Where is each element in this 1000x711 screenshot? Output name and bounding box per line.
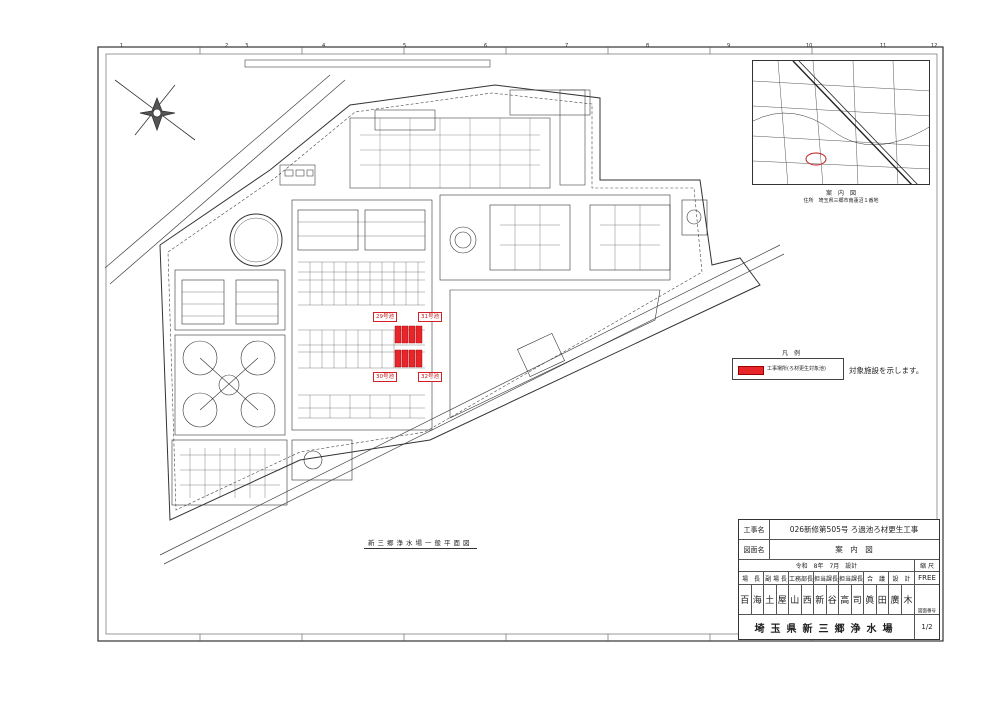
- name-2: 海: [752, 585, 764, 614]
- reservoir: [449, 289, 661, 419]
- legend-note: 対象施設を示します。: [849, 366, 924, 375]
- legend-title: 凡 例: [782, 350, 801, 357]
- drawing-no: 1/2: [921, 623, 933, 631]
- left-basins: [174, 269, 286, 436]
- border-num-8: 8: [646, 43, 650, 49]
- border-num-11: 11: [880, 43, 887, 49]
- role-6: 合 議: [864, 572, 889, 584]
- title-block: 工事名 026新修第505号 ろ過池ろ材更生工事 図面名 案 内 図 令和 8年…: [738, 519, 940, 640]
- top-buildings: [244, 59, 591, 189]
- name-3: 土: [764, 585, 777, 614]
- legend-swatch-text: 工事場所(ろ材更生対象池): [767, 366, 826, 372]
- inner-frame: [105, 53, 938, 635]
- drawing-name: 案 内 図: [835, 545, 873, 554]
- scale-label: 縮 尺: [920, 563, 934, 570]
- role-1: 場 長: [739, 572, 764, 584]
- project-row: 工事名 026新修第505号 ろ過池ろ材更生工事: [739, 520, 939, 540]
- name-12: 田: [877, 585, 889, 614]
- filter-basin-block: [291, 199, 433, 431]
- plan-caption: 新三郷浄水場一般平面図: [364, 537, 477, 549]
- pool-label-32: 32号池: [418, 372, 442, 382]
- border-num-5: 5: [403, 43, 407, 49]
- border-num-4: 4: [322, 43, 326, 49]
- role-4: 担当課長: [814, 572, 839, 584]
- target-pools: [394, 325, 423, 368]
- border-numbers-top: 1 2 3 4 5 6 7 8 9 10 11 12: [0, 43, 1000, 51]
- legend-box: 工事場所(ろ材更生対象池): [732, 358, 844, 380]
- name-8: 谷: [827, 585, 839, 614]
- names-row: 百 海 土 屋 山 西 新 谷 高 司 眞 田 廣 木 図面番号: [739, 585, 939, 615]
- name-9: 高: [839, 585, 852, 614]
- name-7: 新: [814, 585, 827, 614]
- location-map-address: 住所 埼玉県三郷市南蓮沼１番地: [803, 198, 879, 204]
- date-row: 令和 8年 7月 設計 縮 尺: [739, 560, 939, 572]
- pool-label-30: 30号池: [373, 372, 397, 382]
- border-num-7: 7: [565, 43, 569, 49]
- role-7: 設 計: [889, 572, 915, 584]
- location-map-caption: 案 内 図: [825, 190, 856, 197]
- border-num-12: 12: [931, 43, 938, 49]
- north-arrow-icon: [114, 79, 196, 141]
- name-5: 山: [789, 585, 802, 614]
- railway-lines: [104, 74, 785, 565]
- treatment-buildings: [439, 194, 708, 281]
- name-4: 屋: [777, 585, 789, 614]
- office-row: 埼玉県新三郷浄水場 1/2: [739, 615, 939, 639]
- sludge-facility: [171, 439, 353, 506]
- border-num-1: 1: [120, 43, 124, 49]
- location-map: [752, 60, 930, 185]
- role-2: 副 場 長: [764, 572, 789, 584]
- project-label: 工事名: [739, 520, 770, 539]
- roles-row: 場 長 副 場 長 工務部長 担当課長 担当課長 合 議 設 計 FREE: [739, 572, 939, 585]
- legend-swatch: [738, 366, 764, 375]
- border-num-2: 2: [225, 43, 229, 49]
- border-num-3: 3: [245, 43, 249, 49]
- drawing-label: 図面名: [739, 540, 770, 559]
- project-name: 026新修第505号 ろ過池ろ材更生工事: [789, 525, 919, 534]
- office-name: 埼玉県新三郷浄水場: [739, 615, 915, 639]
- scale-value: FREE: [918, 574, 936, 582]
- drawing-row: 図面名 案 内 図: [739, 540, 939, 560]
- design-date: 令和 8年 7月 設計: [739, 560, 915, 571]
- border-num-9: 9: [727, 43, 731, 49]
- pool-label-31: 31号池: [418, 312, 442, 322]
- location-map-drawing: [753, 61, 929, 184]
- distribution-tank: [229, 213, 283, 267]
- name-1: 百: [739, 585, 752, 614]
- name-13: 廣: [889, 585, 902, 614]
- role-5: 担当課長: [839, 572, 864, 584]
- name-11: 眞: [864, 585, 877, 614]
- pump-house: [517, 332, 565, 378]
- name-6: 西: [802, 585, 814, 614]
- border-num-10: 10: [806, 43, 813, 49]
- name-10: 司: [852, 585, 864, 614]
- name-14: 木: [902, 585, 915, 614]
- border-num-6: 6: [484, 43, 488, 49]
- role-3: 工務部長: [789, 572, 814, 584]
- outer-frame: [97, 46, 944, 642]
- drawing-no-label: 図面番号: [918, 609, 936, 614]
- pool-label-29: 29号池: [373, 312, 397, 322]
